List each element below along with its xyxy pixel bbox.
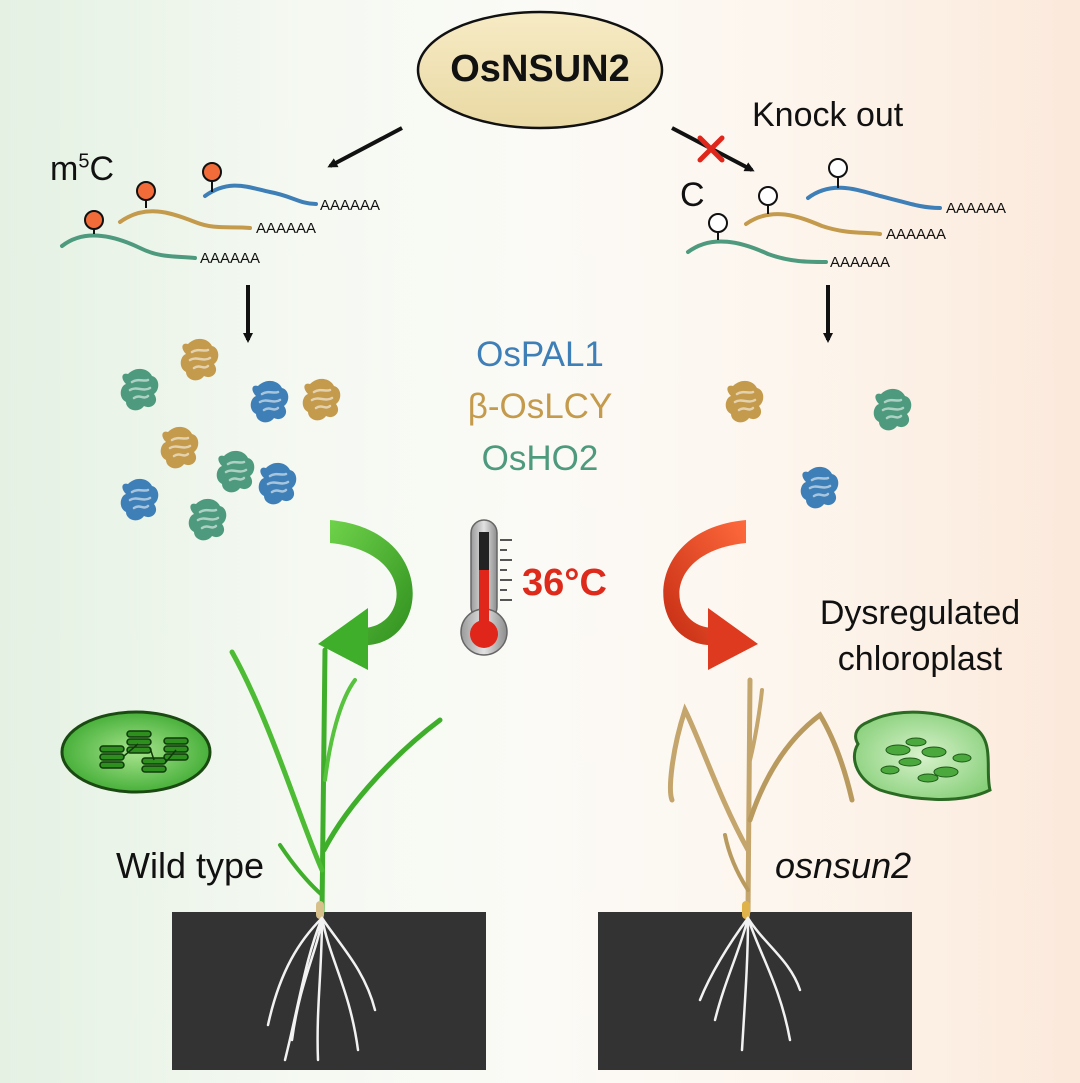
unmethylated-label: C (680, 176, 705, 214)
polya-right-2: AAAAAA (886, 226, 947, 243)
polya-right-1: AAAAAA (946, 200, 1007, 217)
stressed-rice-plant (668, 677, 855, 919)
methyl-pins (84, 162, 222, 234)
left-mrna-group (60, 183, 318, 260)
methylation-label-c: C (89, 150, 115, 188)
methylation-label-m: m (50, 150, 79, 188)
healthy-chloroplast (60, 710, 212, 794)
methylation-label-superscript: 5 (78, 150, 90, 173)
stressed-roots (698, 916, 802, 1052)
mrna-teal (686, 239, 828, 264)
right-proteins (724, 379, 913, 510)
mrna-gold (118, 209, 252, 230)
wild-type-label: Wild type (116, 845, 265, 886)
polya-left-1: AAAAAA (320, 197, 381, 214)
thermometer-icon (460, 519, 512, 656)
polya-right-3: AAAAAA (830, 254, 891, 271)
knockout-cross-icon (697, 135, 725, 163)
dysregulated-label-line2: chloroplast (837, 640, 1003, 678)
mrna-blue (203, 183, 318, 206)
methylation-label: m5C (50, 150, 114, 189)
arrow-to-methylation (327, 126, 403, 168)
unmethylated-pins (708, 158, 848, 240)
stress-curve-arrow (663, 520, 758, 670)
polya-left-2: AAAAAA (256, 220, 317, 237)
mutant-label: osnsun2 (775, 845, 912, 886)
right-mrna-group (686, 185, 942, 264)
soil-left (172, 912, 486, 1070)
healthy-curve-arrow (318, 520, 413, 670)
healthy-roots (266, 916, 377, 1062)
dysregulated-chloroplast (852, 710, 992, 801)
gene-ospal1: OsPAL1 (476, 335, 604, 374)
temperature-label: 36°C (522, 562, 607, 604)
left-proteins (119, 337, 342, 542)
healthy-rice-plant (229, 647, 443, 919)
mrna-blue (806, 185, 942, 210)
mrna-teal (60, 233, 197, 260)
mrna-gold (744, 212, 882, 236)
osnsun2-node (416, 10, 664, 130)
polya-left-3: AAAAAA (200, 250, 261, 267)
center-node-label: OsNSUN2 (450, 48, 630, 90)
dysregulated-label-line1: Dysregulated (819, 594, 1021, 632)
gene-osho2: OsHO2 (481, 439, 599, 478)
gene-oslcy: β-OsLCY (467, 387, 613, 426)
knockout-label: Knock out (752, 96, 904, 134)
